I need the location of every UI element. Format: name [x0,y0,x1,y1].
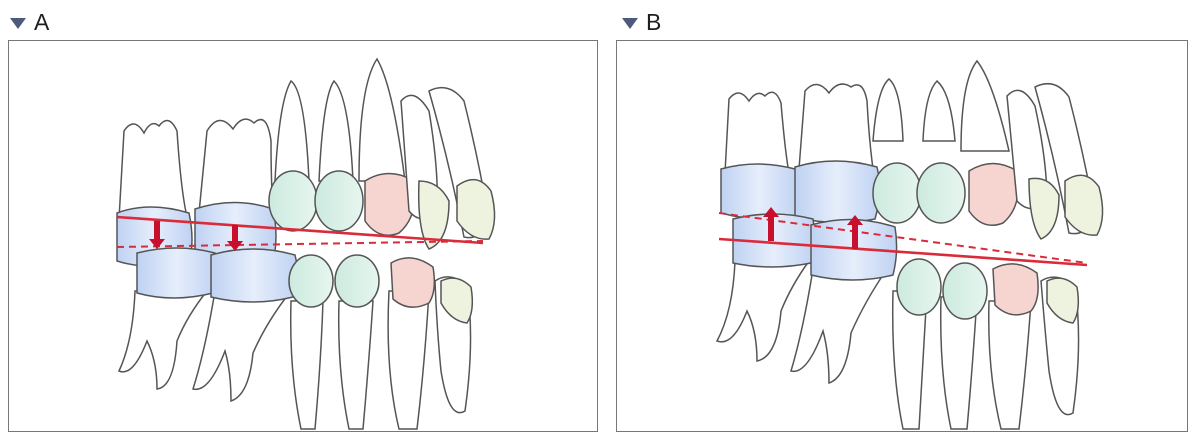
upper-premolar-1-crown [873,163,921,223]
upper-incisor-1-crown [1029,178,1059,239]
upper-premolar-2 [923,81,955,141]
lower-premolar-1-crown [897,259,941,315]
lower-premolar-1 [291,301,323,429]
upper-premolar-2-crown [315,171,363,231]
lower-premolar-2-crown [335,255,379,307]
upper-premolar-1 [275,81,309,181]
panel-a-frame [8,40,598,432]
lower-premolar-2-crown [943,263,987,319]
upper-premolar-2 [319,81,353,181]
upper-premolar-1 [873,79,903,141]
panel-a-label: A [34,11,49,34]
lower-premolar-1-crown [289,255,333,307]
upper-premolar-1-crown [269,171,317,231]
upper-premolar-2-crown [917,163,965,223]
upper-molar-2-crown [795,161,880,223]
dental-occlusion-diagram-b [617,41,1187,431]
lower-teeth-b [717,214,1079,429]
caret-down-icon [622,18,638,29]
upper-canine [961,61,1009,151]
lower-molar-1-crown [137,248,217,298]
lower-canine [989,301,1031,429]
lower-teeth-a [119,248,472,429]
panel-b-header: B [622,6,661,38]
lower-molar-1 [717,261,809,361]
lower-molar-2 [791,269,887,383]
dental-occlusion-diagram-a [9,41,597,431]
panel-b-label: B [646,11,661,34]
lower-canine-crown [993,264,1038,315]
panel-b-frame [616,40,1188,432]
lower-premolar-2 [339,301,373,429]
upper-canine [359,59,405,181]
upper-teeth-b [721,61,1103,239]
lower-canine-crown [391,258,434,307]
upper-molar-2 [799,84,873,173]
upper-teeth-a [117,59,495,267]
lower-molar-2-crown [211,249,298,302]
upper-canine-crown [969,164,1018,226]
lower-molar-1 [119,291,207,389]
upper-molar-1-crown [721,164,798,219]
caret-down-icon [10,18,26,29]
lower-molar-2 [193,291,291,401]
panel-a-header: A [10,6,49,38]
lower-canine [388,291,429,429]
